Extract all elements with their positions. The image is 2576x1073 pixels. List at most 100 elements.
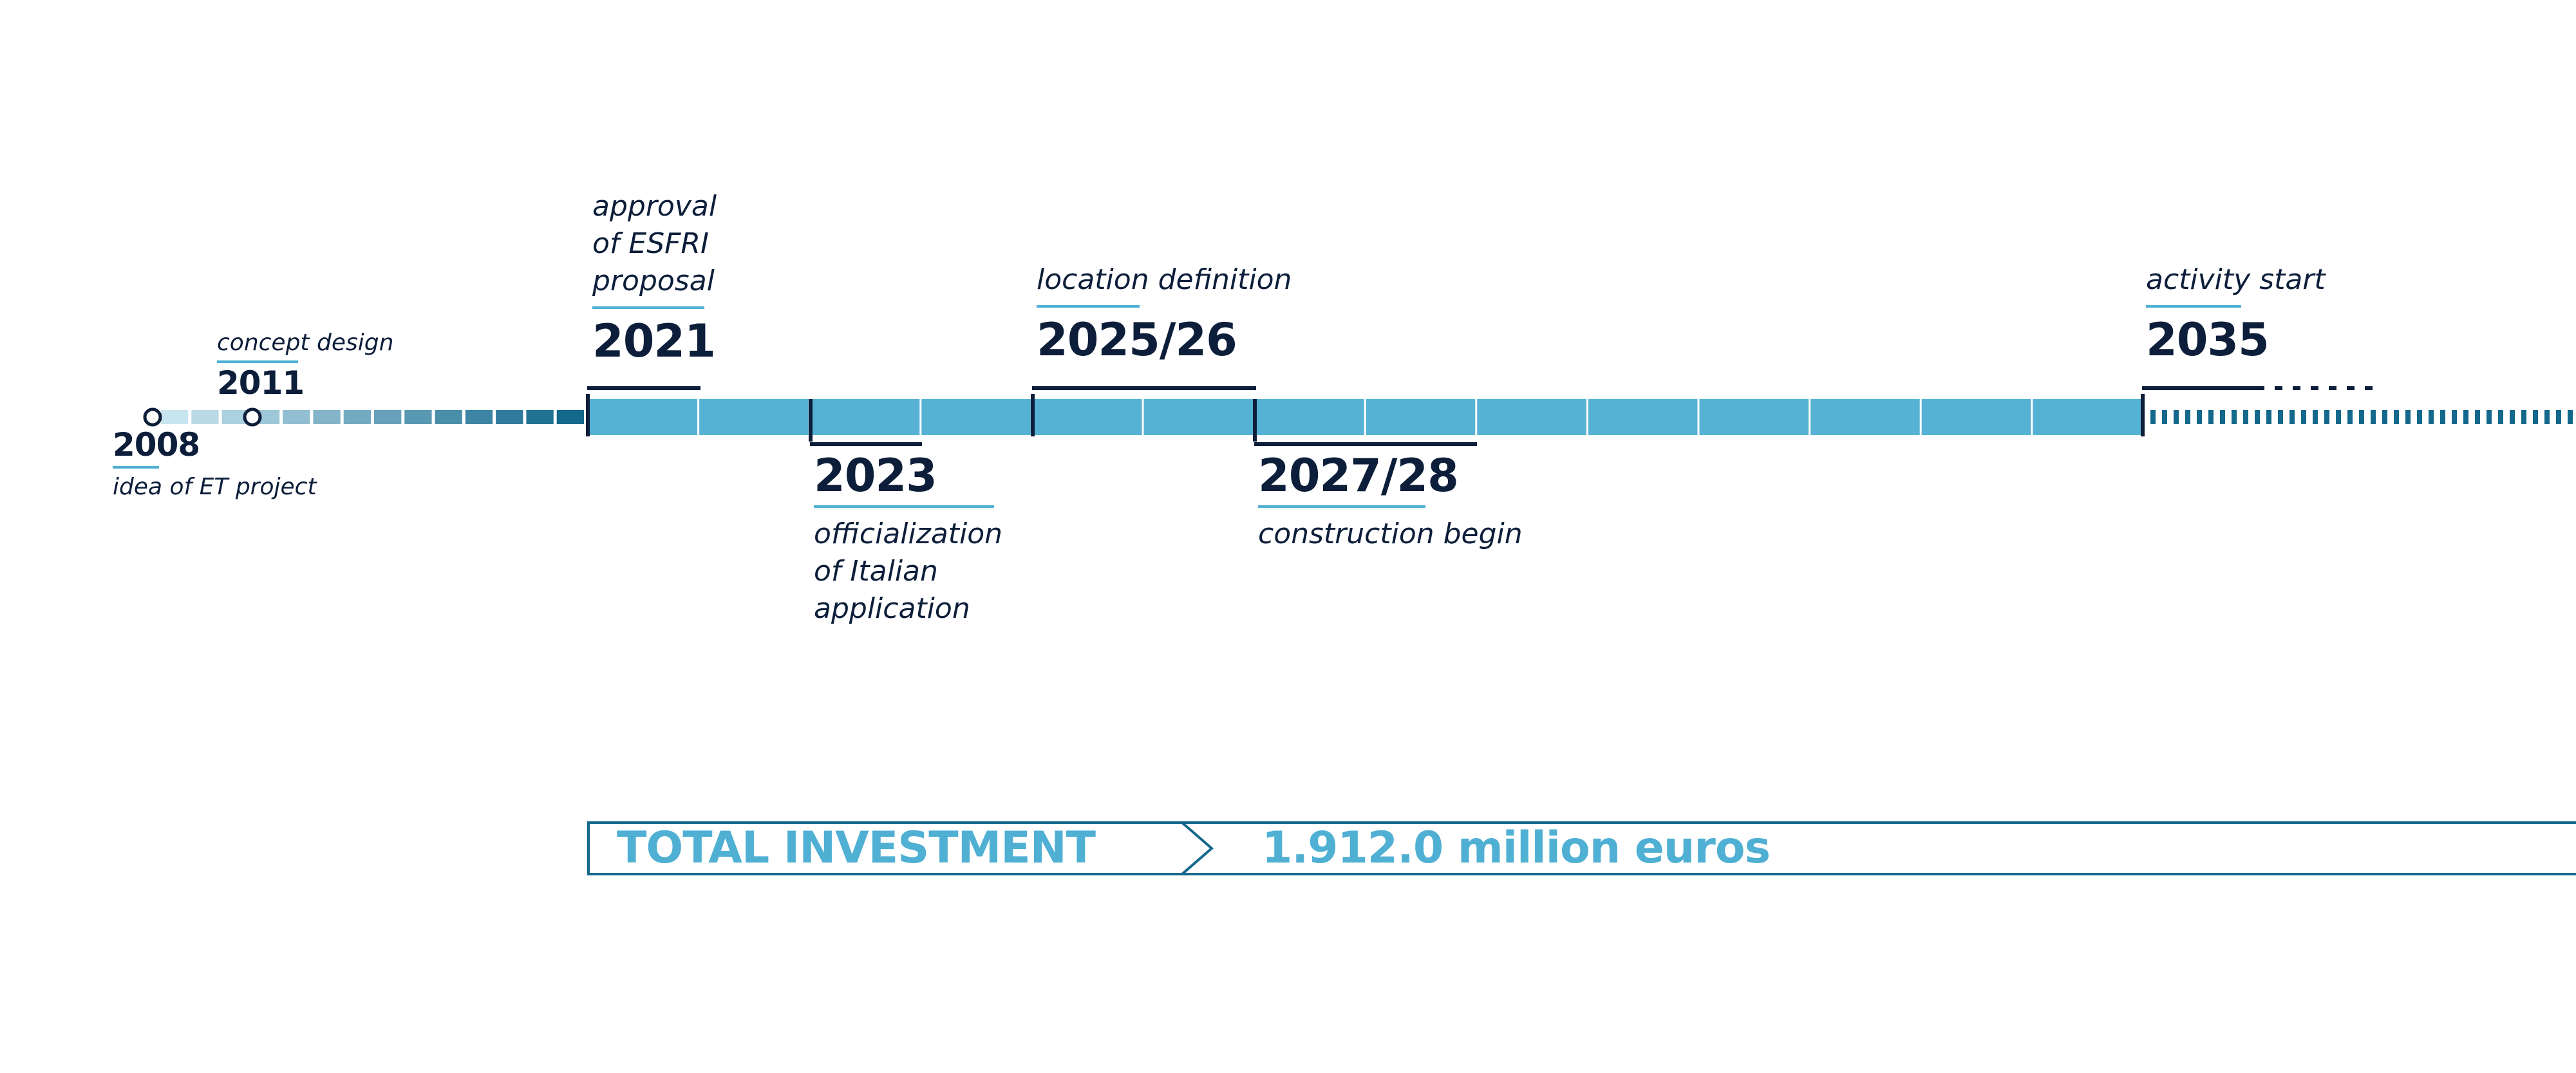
future-dash	[2394, 410, 2399, 424]
main-bar-divider	[1586, 399, 1588, 435]
main-bar-divider	[2031, 399, 2033, 435]
event-2035: activity start 2035	[2146, 261, 2326, 366]
event-2027-28: 2027/28 construction begin	[1258, 450, 1523, 553]
event-underline-2023	[814, 505, 994, 508]
pre-phase-segment	[435, 410, 462, 424]
future-dash	[2347, 410, 2353, 424]
event-desc-2011: concept design	[217, 330, 394, 356]
pre-phase-segment	[556, 410, 584, 424]
future-dash	[2568, 410, 2573, 424]
event-underline-2027-28	[1258, 505, 1425, 508]
future-dash	[2510, 410, 2515, 424]
future-dash	[2417, 410, 2422, 424]
event-year-2023: 2023	[814, 449, 937, 502]
future-dashed-extension	[2150, 410, 2573, 424]
rule-2027-28	[1254, 442, 1477, 446]
pre-phase-segment	[191, 410, 219, 424]
future-dash	[2487, 410, 2492, 424]
main-bar-divider	[1142, 399, 1144, 435]
future-dash	[2162, 410, 2167, 424]
main-bar-divider	[1809, 399, 1811, 435]
future-dash	[2232, 410, 2237, 424]
total-investment-box: TOTAL INVESTMENT 1.912.0 million euros	[587, 821, 2576, 875]
event-desc-2035: activity start	[2146, 263, 2326, 296]
future-dash	[2255, 410, 2260, 424]
pre-phase-segment	[221, 410, 249, 424]
pre-phase-segment	[313, 410, 341, 424]
future-dash	[2278, 410, 2283, 424]
main-bar-divider	[1697, 399, 1700, 435]
future-dash	[2313, 410, 2318, 424]
event-year-2021: 2021	[592, 315, 716, 368]
investment-label: TOTAL INVESTMENT	[617, 823, 1096, 873]
future-dash	[2533, 410, 2538, 424]
future-dash	[2208, 410, 2214, 424]
future-dash	[2521, 410, 2526, 424]
future-dash	[2336, 410, 2341, 424]
pre-phase-gradient-segments	[161, 410, 584, 424]
future-dash	[2429, 410, 2434, 424]
future-dash	[2150, 410, 2156, 424]
event-2008: 2008 idea of ET project	[113, 426, 317, 502]
tick-2035	[2141, 394, 2145, 436]
future-dash	[2544, 410, 2550, 424]
future-dash	[2463, 410, 2468, 424]
event-year-2035: 2035	[2146, 313, 2270, 366]
future-dash	[2289, 410, 2295, 424]
tick-2025-26	[1031, 394, 1035, 436]
rule-2023	[810, 442, 922, 446]
future-dash	[2382, 410, 2387, 424]
investment-frame-left	[587, 821, 2576, 875]
future-dash	[2405, 410, 2411, 424]
future-dash	[2301, 410, 2306, 424]
milestone-marker-2008	[143, 407, 162, 427]
investment-value: 1.912.0 million euros	[1262, 823, 1771, 873]
pre-phase-segment	[404, 410, 432, 424]
future-dash	[2243, 410, 2248, 424]
future-dash	[2197, 410, 2202, 424]
main-phase-bar	[587, 399, 2143, 435]
future-dash	[2324, 410, 2329, 424]
event-desc-2025-26: location definition	[1037, 263, 1292, 296]
future-dash	[2359, 410, 2364, 424]
event-desc-2027-28: construction begin	[1258, 518, 1523, 550]
event-underline-2021	[592, 306, 704, 309]
future-dash	[2185, 410, 2190, 424]
future-dash	[2220, 410, 2225, 424]
rule-2035	[2142, 386, 2257, 390]
main-bar-divider	[1475, 399, 1478, 435]
future-dash	[2475, 410, 2480, 424]
future-dash	[2371, 410, 2376, 424]
future-dash	[2452, 410, 2457, 424]
event-underline-2035	[2146, 305, 2241, 308]
event-year-2025-26: 2025/26	[1037, 313, 1237, 366]
pre-phase-segment	[343, 410, 371, 424]
pre-phase-segment	[496, 410, 523, 424]
main-bar-divider	[1364, 399, 1366, 435]
future-dash	[2174, 410, 2179, 424]
event-2023: 2023 officialization of Italian applicat…	[814, 450, 1002, 628]
investment-frame	[587, 821, 2576, 875]
event-desc-2021: approval of ESFRI proposal	[592, 190, 717, 297]
event-desc-2023: officialization of Italian application	[814, 518, 1003, 625]
event-underline-2011	[217, 360, 298, 363]
event-desc-2008: idea of ET project	[113, 474, 317, 500]
event-year-2011: 2011	[217, 364, 305, 402]
event-year-2008: 2008	[113, 426, 200, 463]
future-dash	[2498, 410, 2503, 424]
pre-phase-segment	[526, 410, 554, 424]
pre-phase-segment	[161, 410, 189, 424]
event-underline-2025-26	[1037, 305, 1140, 308]
tick-2023	[809, 399, 813, 442]
event-2011: concept design 2011	[217, 328, 393, 402]
event-2025-26: location definition 2025/26	[1037, 261, 1292, 366]
rule-2021	[587, 386, 700, 390]
milestone-marker-2011	[243, 407, 262, 427]
rule-2025-26	[1032, 386, 1256, 390]
pre-phase-segment	[465, 410, 493, 424]
main-bar-divider	[919, 399, 922, 435]
investment-chevron-divider	[1181, 821, 1214, 875]
event-year-2027-28: 2027/28	[1258, 449, 1459, 502]
main-bar-divider	[697, 399, 700, 435]
